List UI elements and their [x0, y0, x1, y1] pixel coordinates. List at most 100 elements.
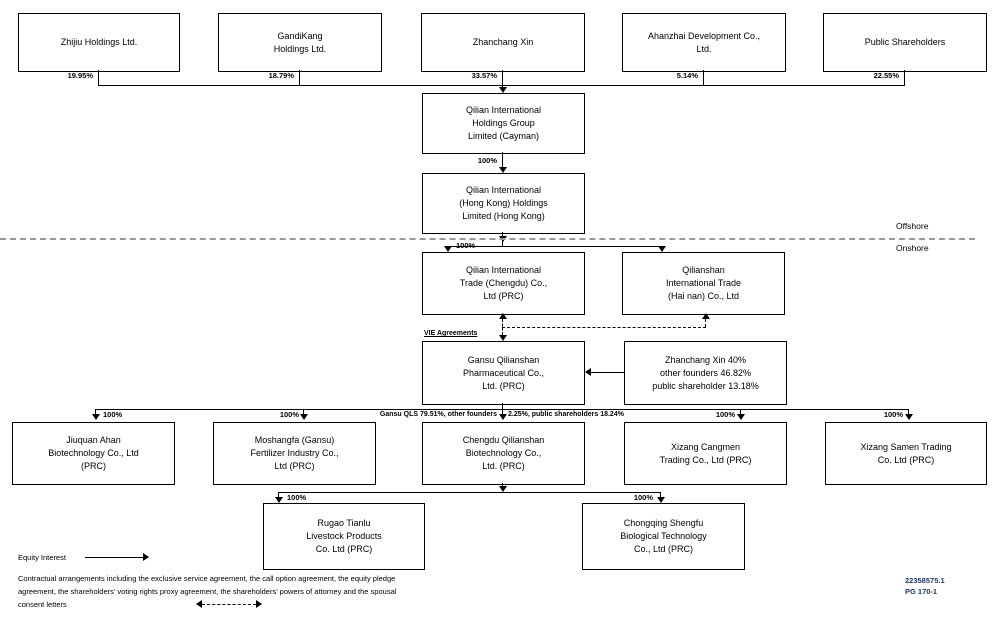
- node-jiuquan-ahan: Jiuquan Ahan Biotechnology Co., Ltd (PRC…: [12, 422, 175, 485]
- arrowhead-down: [905, 414, 913, 420]
- arrowhead-down: [275, 497, 283, 503]
- connector-line: [299, 70, 300, 85]
- arrowhead-down: [444, 246, 452, 252]
- node-label: Qilian International Holdings Group Limi…: [465, 105, 542, 141]
- vie-dashed-line: [502, 327, 706, 328]
- node-zhanchang-xin: Zhanchang Xin: [421, 13, 585, 72]
- pct-qls-to-moshangfa: 100%: [279, 410, 299, 419]
- vie-agreements-label: VIE Agreements: [424, 330, 478, 337]
- node-xizang-cangmen: Xizang Cangmen Trading Co., Ltd (PRC): [624, 422, 787, 485]
- node-moshangfa-fertilizer: Moshangfa (Gansu) Fertilizer Industry Co…: [213, 422, 376, 485]
- node-chongqing-shengfu: Chongqing Shengfu Biological Technology …: [582, 503, 745, 570]
- arrowhead-left: [196, 600, 202, 608]
- arrowhead-down: [499, 335, 507, 341]
- connector-line: [95, 409, 96, 415]
- connector-line: [447, 246, 662, 247]
- qls-ownership-note-right: 2.25%, public shareholders 18.24%: [508, 411, 624, 418]
- arrowhead-down: [499, 414, 507, 420]
- connector-line: [278, 492, 661, 493]
- connector-line: [904, 70, 905, 85]
- doc-reference: 22358575.1 PG 170-1: [905, 575, 945, 597]
- node-label: Qilian International Trade (Chengdu) Co.…: [459, 265, 548, 301]
- connector-line: [660, 492, 661, 498]
- connector-line: [98, 85, 905, 86]
- onshore-label: Onshore: [896, 243, 929, 253]
- connector-line: [703, 70, 704, 85]
- arrowhead-right: [143, 553, 149, 561]
- node-label: Gansu Qilianshan Pharmaceutical Co., Ltd…: [462, 354, 545, 391]
- legend-dashed-arrow: [202, 604, 256, 605]
- offshore-onshore-divider: [0, 238, 975, 240]
- node-label: Jiuquan Ahan Biotechnology Co., Ltd (PRC…: [48, 435, 139, 471]
- doc-id: 22358575.1: [905, 576, 945, 585]
- node-label: Rugao Tianlu Livestock Products Co. Ltd …: [306, 518, 382, 554]
- node-label: Zhanchang Xin: [472, 37, 534, 47]
- node-ahanzhai-development: Ahanzhai Development Co., Ltd.: [622, 13, 786, 72]
- node-label: Moshangfa (Gansu) Fertilizer Industry Co…: [250, 435, 339, 471]
- connector-line: [502, 152, 503, 167]
- legend-equity-interest-label: Equity Interest: [18, 553, 66, 562]
- pct-hk-to-chengdu: 100%: [456, 241, 476, 250]
- node-label: GandiKang Holdings Ltd.: [273, 30, 327, 54]
- node-label: Ahanzhai Development Co., Ltd.: [647, 30, 761, 54]
- pct-cayman-to-hk: 100%: [477, 156, 497, 165]
- node-xizang-samen: Xizang Samen Trading Co. Ltd (PRC): [825, 422, 987, 485]
- pct-qls-to-cangmen: 100%: [715, 410, 735, 419]
- connector-line: [278, 492, 279, 498]
- node-qilian-cayman: Qilian International Holdings Group Limi…: [422, 93, 585, 154]
- connector-line: [502, 409, 503, 415]
- arrowhead-up: [702, 313, 710, 319]
- offshore-label: Offshore: [896, 221, 929, 231]
- pct-public: 22.55%: [873, 71, 899, 80]
- arrowhead-down: [657, 497, 665, 503]
- node-label: Chongqing Shengfu Biological Technology …: [620, 518, 707, 554]
- legend-contractual-text: Contractual arrangements including the e…: [18, 574, 397, 609]
- pct-zhijiu: 19.95%: [67, 71, 93, 80]
- connector-line: [98, 70, 99, 85]
- node-label: Zhijiu Holdings Ltd.: [60, 37, 138, 47]
- connector-line: [303, 409, 304, 415]
- arrowhead-down: [737, 414, 745, 420]
- legend-solid-arrow: [85, 557, 143, 558]
- arrowhead-down: [499, 167, 507, 173]
- connector-line: [740, 409, 741, 415]
- node-gandikang-holdings: GandiKang Holdings Ltd.: [218, 13, 382, 72]
- page-ref: PG 170-1: [905, 587, 938, 596]
- arrowhead-up: [499, 313, 507, 319]
- arrowhead-down: [499, 486, 507, 492]
- qls-ownership-note-left: Gansu QLS 79.51%, other founders: [379, 411, 497, 418]
- node-qilian-trade-chengdu: Qilian International Trade (Chengdu) Co.…: [422, 252, 585, 315]
- node-label: Zhanchang Xin 40% other founders 46.82% …: [652, 354, 759, 391]
- pct-bio-to-rugao: 100%: [287, 493, 307, 502]
- node-label: Xizang Cangmen Trading Co., Ltd (PRC): [659, 441, 752, 465]
- node-public-shareholders: Public Shareholders: [823, 13, 987, 72]
- arrowhead-down: [499, 87, 507, 93]
- arrowhead-down: [658, 246, 666, 252]
- arrowhead-down: [300, 414, 308, 420]
- connector-line: [502, 403, 503, 409]
- pct-qls-to-samen: 100%: [883, 410, 903, 419]
- connector-line: [502, 70, 503, 87]
- connector-line: [591, 372, 624, 373]
- node-gansu-qilianshan-pharma: Gansu Qilianshan Pharmaceutical Co., Ltd…: [422, 341, 585, 405]
- node-rugao-tianlu: Rugao Tianlu Livestock Products Co. Ltd …: [263, 503, 425, 570]
- node-qilianshan-trade-hainan: Qilianshan International Trade (Hai nan)…: [622, 252, 785, 315]
- pct-zhanchang: 33.57%: [471, 71, 497, 80]
- node-label: Chengdu Qilianshan Biotechnology Co., Lt…: [462, 435, 545, 471]
- node-label: Qilian International (Hong Kong) Holding…: [459, 185, 548, 221]
- pct-qls-to-jiuquan: 100%: [103, 410, 123, 419]
- vie-dashed-line: [705, 319, 706, 327]
- node-zhijiu-holdings: Zhijiu Holdings Ltd.: [18, 13, 180, 72]
- node-label: Public Shareholders: [864, 37, 946, 47]
- pct-bio-to-chongqing: 100%: [633, 493, 653, 502]
- arrowhead-left: [585, 368, 591, 376]
- node-label: Xizang Samen Trading Co. Ltd (PRC): [860, 441, 952, 465]
- connector-line: [908, 409, 909, 415]
- pct-ahanzhai: 5.14%: [676, 71, 698, 80]
- connector-line: [502, 483, 503, 487]
- node-label: Qilianshan International Trade (Hai nan)…: [665, 265, 742, 301]
- pct-gandikang: 18.79%: [268, 71, 294, 80]
- arrowhead-right: [256, 600, 262, 608]
- node-gansu-qls-shareholders: Zhanchang Xin 40% other founders 46.82% …: [624, 341, 787, 405]
